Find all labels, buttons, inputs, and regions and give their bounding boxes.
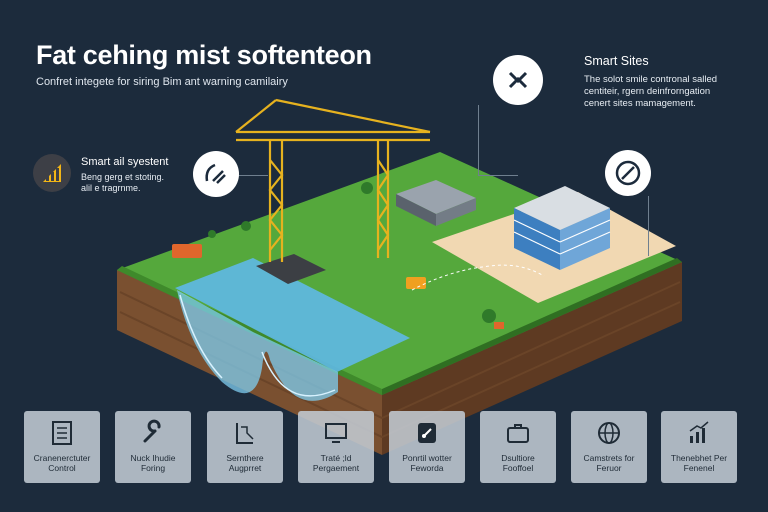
wrench-icon: [143, 419, 161, 443]
card-label: Thenebhet Per: [670, 453, 728, 463]
card-label: Ponrtil wotter: [402, 453, 452, 463]
card-label: Cranenerctuter: [33, 453, 91, 463]
smart-sites-heading: Smart Sites: [584, 54, 649, 68]
card-label: Sernthere: [226, 453, 264, 463]
concrete-platform: [256, 254, 326, 284]
connector-line: [648, 196, 649, 256]
page-title: Fat cehing mist softenteon: [36, 40, 372, 70]
smart-system-heading: Smart ail syestent: [81, 156, 169, 168]
document-icon: [52, 421, 72, 445]
card-label: Traté ;ld: [320, 453, 352, 463]
page-subtitle: Confret integete for siring Bim ant warn…: [36, 76, 288, 88]
office-roof: [514, 186, 610, 230]
card-label: Fenenel: [683, 463, 715, 473]
soil-right-face: [382, 262, 682, 455]
smart-sites-line: centiteir, rgern deinfrorngation: [584, 86, 711, 97]
smart-sites-callout: Smart Sites The solot smile contronal sa…: [584, 54, 754, 110]
tower-crane: [235, 98, 431, 262]
card-label: Dsultiore: [501, 453, 535, 463]
card-label: Feruor: [596, 463, 622, 473]
card-label: Augprret: [228, 463, 262, 473]
card-label: Feworda: [410, 463, 444, 473]
monitor-icon: [325, 423, 347, 443]
compass-icon: [605, 150, 651, 196]
smart-sites-line: cenert sites mamagement.: [584, 98, 696, 109]
card-label: Fooffoel: [502, 463, 534, 473]
office-side: [560, 208, 610, 270]
card-label: Control: [48, 463, 76, 473]
bar-chart-icon: [689, 421, 709, 443]
smart-sites-description: The solot smile contronal salled centite…: [584, 74, 754, 110]
smart-system-line: Beng gerg et stoting.: [81, 172, 165, 182]
connector-line: [478, 175, 518, 176]
globe-icon: [598, 422, 620, 444]
card-label: Foring: [140, 463, 166, 473]
bar-chart-icon: [33, 154, 71, 192]
blueprint-icon: [236, 423, 254, 444]
tablet-icon: [418, 423, 436, 443]
briefcase-icon: [507, 424, 529, 443]
card-label: Pergaement: [312, 463, 360, 473]
connector-line: [238, 175, 268, 176]
connector-line: [478, 105, 479, 175]
smart-system-line: alil e tragrnme.: [81, 183, 141, 193]
sensor-signal-icon: [493, 55, 543, 105]
card-label: Camstrets for: [583, 453, 635, 463]
smart-system-description: Beng gerg et stoting. alil e tragrnme.: [81, 172, 211, 194]
office-front: [514, 208, 560, 270]
warehouse-roof: [396, 180, 476, 214]
water-pool: [175, 258, 410, 372]
satellite-icon: [193, 151, 239, 197]
card-label: Nuck Ihudie: [130, 453, 176, 463]
smart-sites-line: The solot smile contronal salled: [584, 74, 718, 85]
orange-truck: [172, 244, 202, 258]
